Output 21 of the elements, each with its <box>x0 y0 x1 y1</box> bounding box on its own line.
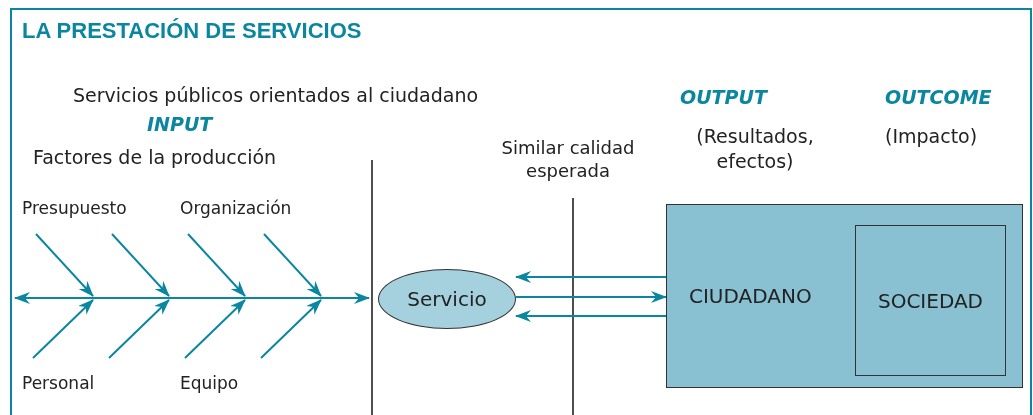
arrow <box>515 271 667 283</box>
arrow <box>515 310 667 322</box>
output-heading: OUTPUT <box>680 85 767 110</box>
title: LA PRESTACIÓN DE SERVICIOS <box>22 17 362 45</box>
node-label: CIUDADANO <box>689 284 812 308</box>
outcome-heading: OUTCOME <box>885 85 992 110</box>
heading-text: Servicios públicos orientados al ciudadano <box>73 83 479 108</box>
input-description: Factores de la producción <box>33 145 277 170</box>
factor-label: Equipo <box>180 372 239 395</box>
citizen-box <box>666 204 1023 388</box>
quality-note: Similar calidad esperada <box>500 136 636 183</box>
node-label: Servicio <box>407 287 487 311</box>
arrow <box>515 291 667 303</box>
society-box <box>855 225 1006 376</box>
factor-label: Organización <box>180 197 292 220</box>
output-description: (Resultados, efectos) <box>695 124 815 174</box>
input-heading: INPUT <box>147 112 213 137</box>
factor-label: Personal <box>22 372 95 395</box>
factor-label: Presupuesto <box>22 197 127 220</box>
outcome-description: (Impacto) <box>885 124 978 149</box>
node-label: SOCIEDAD <box>877 288 984 313</box>
